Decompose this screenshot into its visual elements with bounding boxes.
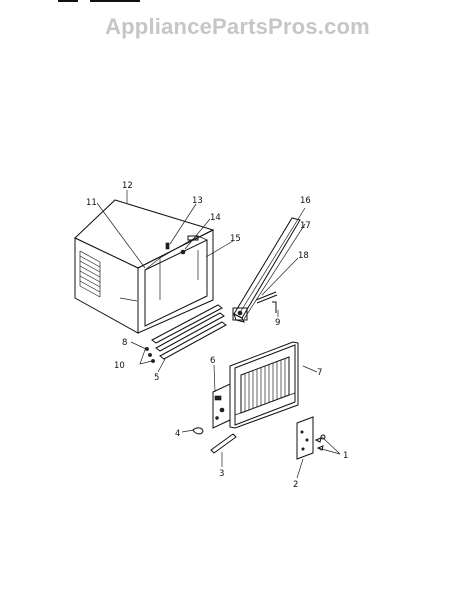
callout-12: 12 (122, 181, 133, 191)
watermark-logo: AppliancePartsPros.com (105, 14, 370, 39)
knob-and-filter (192, 427, 237, 454)
callout-15: 15 (230, 234, 241, 244)
callout-17: 17 (300, 221, 311, 231)
callout-labels: 1 2 3 4 5 6 7 8 9 10 11 12 13 14 15 16 1… (86, 181, 348, 490)
callout-1: 1 (343, 451, 348, 461)
leader-lines (96, 190, 341, 479)
cabinet-sleeve (74, 199, 215, 334)
callout-4: 4 (175, 429, 180, 439)
header-rule-left (58, 0, 78, 2)
callout-5: 5 (154, 373, 159, 383)
callout-14: 14 (210, 213, 221, 223)
callout-7: 7 (317, 368, 322, 378)
callout-10: 10 (114, 361, 125, 371)
control-panel (212, 383, 231, 429)
front-grille (229, 341, 299, 429)
callout-13: 13 (192, 196, 203, 206)
side-rail-strips (145, 304, 227, 363)
callout-6: 6 (210, 356, 215, 366)
callout-9: 9 (275, 318, 280, 328)
callout-8: 8 (122, 338, 127, 348)
callout-2: 2 (293, 480, 298, 490)
callout-11: 11 (86, 198, 97, 208)
callout-3: 3 (219, 469, 224, 479)
header-rule-right (90, 0, 140, 2)
callout-16: 16 (300, 196, 311, 206)
callout-18: 18 (298, 251, 309, 261)
access-panel (296, 416, 326, 460)
